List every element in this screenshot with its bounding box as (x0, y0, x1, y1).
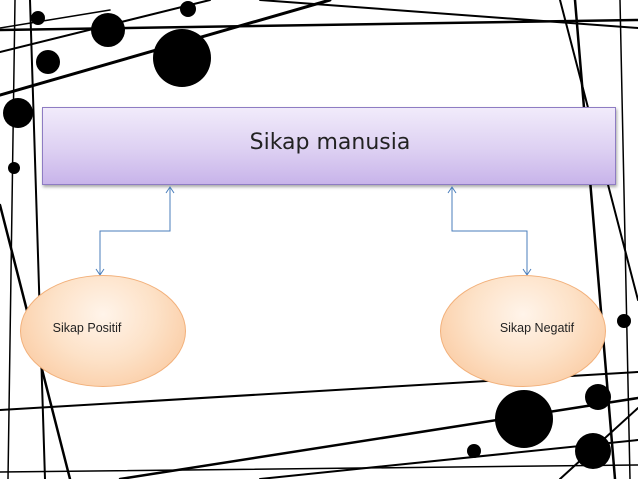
deco-circle (91, 13, 125, 47)
deco-circle (36, 50, 60, 74)
node-sikap-negatif: Sikap Negatif (440, 275, 606, 387)
deco-circle (585, 384, 611, 410)
deco-line (0, 9, 111, 29)
deco-circle (495, 390, 553, 448)
deco-circle (467, 444, 481, 458)
deco-circle (8, 162, 20, 174)
deco-circle (153, 29, 211, 87)
deco-line (29, 0, 46, 479)
deco-circle (31, 11, 45, 25)
title-box: Sikap manusia (42, 107, 616, 185)
diagram-title: Sikap manusia (249, 129, 411, 155)
deco-line (259, 439, 638, 479)
node-label: Sikap Positif (52, 321, 122, 335)
node-sikap-positif: Sikap Positif (20, 275, 186, 387)
deco-line (259, 0, 638, 29)
node-label: Sikap Negatif (499, 321, 575, 335)
deco-line (0, 464, 638, 473)
deco-circle (617, 314, 631, 328)
deco-circle (575, 433, 611, 469)
deco-circle (180, 1, 196, 17)
deco-line (7, 0, 16, 479)
deco-circle (3, 98, 33, 128)
